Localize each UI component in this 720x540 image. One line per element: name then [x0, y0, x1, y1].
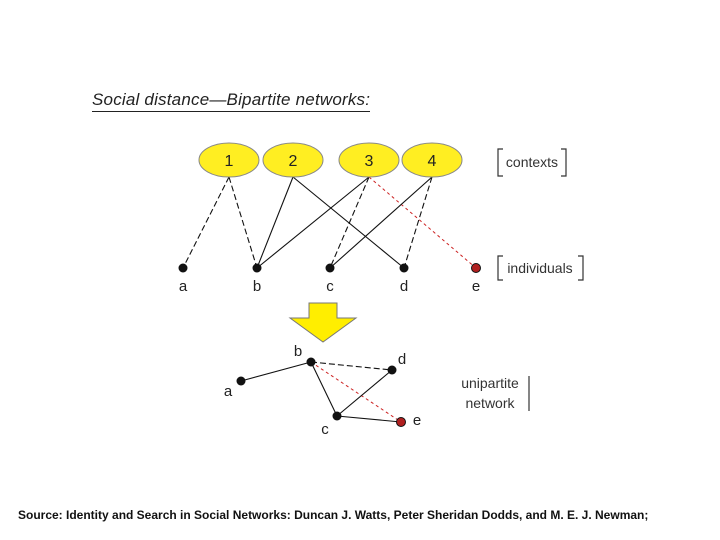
individual-node-a: a: [178, 263, 188, 295]
unipartite-edge-b-c: [310, 361, 338, 417]
unipartite-label-a: a: [224, 383, 233, 400]
unipartite-node-c: c: [321, 411, 342, 438]
bipartite-edge-4-c: [329, 176, 433, 269]
context-label-1: 1: [225, 153, 234, 170]
unipartite-label-c: c: [321, 421, 329, 438]
unipartite-label-line2: network: [465, 395, 515, 411]
unipartite-label-e: e: [413, 412, 421, 429]
unipartite-node-d: d: [387, 351, 406, 375]
transform-arrow-icon: [288, 302, 358, 343]
bipartite-edge-3-e: [368, 176, 477, 269]
source-citation: Source: Identity and Search in Social Ne…: [18, 508, 649, 522]
contexts-label: contexts: [506, 154, 558, 170]
individual-node-c: c: [325, 263, 335, 295]
unipartite-edge-b-d: [310, 361, 393, 371]
bipartite-edges: [182, 176, 477, 269]
unipartite-node-a: a: [224, 376, 246, 400]
unipartite-label-d: d: [398, 351, 406, 368]
bipartite-edge-4-d: [403, 176, 433, 269]
bipartite-edge-1-b: [228, 176, 258, 269]
slide-title: Social distance—Bipartite networks:: [92, 90, 371, 112]
bipartite-edge-2-b: [256, 176, 294, 269]
unipartite-edge-c-e: [336, 415, 402, 423]
individual-label-c: c: [326, 278, 334, 295]
individual-label-e: e: [472, 278, 480, 295]
individuals-label: individuals: [507, 260, 572, 276]
bipartite-edge-2-d: [292, 176, 405, 269]
individuals-bracket-label: individuals: [497, 255, 584, 281]
unipartite-edge-c-d: [336, 369, 393, 417]
context-label-3: 3: [365, 153, 374, 170]
unipartite-network-label: unipartite network: [461, 375, 530, 411]
context-node-2: 2: [262, 142, 324, 178]
individual-label-b: b: [253, 278, 261, 295]
unipartite-edge-b-e: [310, 361, 402, 423]
individual-node-d: d: [399, 263, 409, 295]
bipartite-edge-3-b: [256, 176, 370, 269]
context-node-3: 3: [338, 142, 400, 178]
individual-node-e: e: [471, 263, 481, 295]
bipartite-edge-1-a: [182, 176, 230, 269]
unipartite-edge-a-b: [240, 361, 312, 382]
context-node-4: 4: [401, 142, 463, 178]
individual-label-a: a: [179, 278, 188, 295]
individual-node-b: b: [252, 263, 262, 295]
context-node-1: 1: [198, 142, 260, 178]
contexts-bracket-label: contexts: [497, 148, 567, 177]
unipartite-label-b: b: [294, 343, 302, 360]
bipartite-edge-3-c: [329, 176, 370, 269]
context-label-2: 2: [289, 153, 298, 170]
unipartite-node-e: e: [396, 412, 421, 429]
individual-label-d: d: [400, 278, 408, 295]
unipartite-node-b: b: [294, 343, 316, 367]
unipartite-edges: [240, 361, 402, 423]
context-label-4: 4: [428, 153, 437, 170]
unipartite-label-line1: unipartite: [461, 375, 519, 391]
